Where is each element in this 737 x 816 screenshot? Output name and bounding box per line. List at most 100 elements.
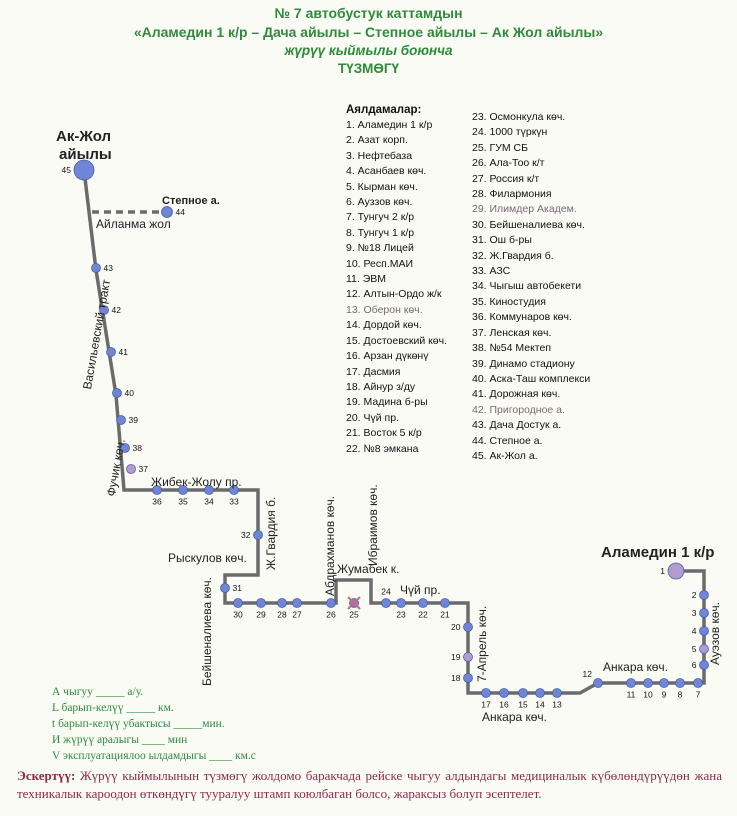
legend-title: Аялдамалар: [346, 104, 422, 116]
legend-item: 16. Арзан дүкөнү [346, 350, 429, 363]
stop-number: 24 [381, 587, 391, 597]
ibraimov-label: Ибраимов көч. [366, 484, 380, 566]
stop-number: 27 [292, 610, 302, 620]
stop-number: 3 [692, 608, 697, 618]
stop-number: 29 [256, 610, 266, 620]
legend-item: 10. Респ.МАИ [346, 257, 414, 270]
stop-marker [659, 678, 669, 688]
legend-item: 5. Кырман көч. [346, 180, 418, 193]
stop-marker [626, 678, 636, 688]
abdrakhmanov-label: Абдрахманов көч. [323, 495, 337, 596]
stop-marker [699, 626, 709, 636]
stop-marker [667, 562, 685, 580]
legend-item: 21. Восток 5 к/р [346, 427, 422, 440]
header-line4: ТҮЗМӨГҮ [337, 61, 400, 76]
stop-marker [381, 598, 391, 608]
legend-item: 43. Дача Достук а. [472, 419, 562, 432]
stop-marker [73, 159, 95, 181]
stop-marker [220, 583, 230, 593]
stop-number: 20 [451, 622, 461, 632]
legend-item: 38. №54 Мектеп [472, 342, 552, 355]
stop-number: 4 [692, 626, 697, 636]
stop-marker [91, 263, 101, 273]
stop-marker [126, 464, 136, 474]
stop-marker [699, 660, 709, 670]
stop-number: 38 [133, 443, 143, 453]
legend-item: 17. Дасмия [346, 365, 401, 378]
legend-item: 34. Чыгыш автобекети [472, 280, 582, 293]
stop-marker [518, 688, 528, 698]
stop-number: 5 [692, 644, 697, 654]
note-text: Жүрүү кыймылынын түзмөгү жолдомо баракча… [17, 768, 722, 801]
stop-number: 37 [139, 464, 149, 474]
stop-number: 10 [643, 690, 653, 700]
stop-marker [161, 206, 173, 218]
stop-number: 23 [396, 610, 406, 620]
stop-marker [112, 388, 122, 398]
legend-item: 31. Ош б-ры [472, 234, 532, 247]
stop-number: 36 [152, 497, 162, 507]
stop-number: 11 [627, 690, 636, 700]
stop-marker [396, 598, 406, 608]
stop-number: 39 [129, 415, 139, 425]
aprel-label: 7-Апрель көч. [475, 605, 489, 682]
form-line-1: А чыгуу _____ а/у. [52, 686, 144, 698]
form-line-5: V эксплуатациялоо ылдамдыгы ____ км.с [52, 750, 256, 762]
stop-marker [699, 608, 709, 618]
stop-number: 35 [178, 497, 188, 507]
legend-item: 32. Ж.Гвардия б. [472, 249, 554, 262]
legend-item: 41. Дорожная көч. [472, 388, 561, 401]
stop-marker [277, 598, 287, 608]
auezov-label: Ауэзов көч. [708, 602, 722, 665]
stop-number: 8 [678, 690, 683, 700]
ak-zhol-label-2: айылы [59, 146, 112, 163]
stop-marker [152, 485, 162, 495]
form-line-2: L барып-келүү _____ км. [52, 702, 174, 714]
stop-number: 7 [696, 690, 701, 700]
stop-number: 18 [451, 673, 461, 683]
cross-marker [347, 596, 361, 610]
stop-marker [229, 485, 239, 495]
note: Эскертүү: Жүрүү кыймылынын түзмөгү жолдо… [17, 767, 722, 803]
legend-item: 9. №18 Лицей [346, 242, 414, 255]
stop-number: 41 [119, 347, 129, 357]
legend-item: 12. Алтын-Ордо ж/к [346, 288, 442, 301]
header-line3: жүрүү кыймылы боюнча [284, 43, 453, 58]
stop-labels: 1234567891011121314151617181920212223242… [62, 165, 701, 710]
legend-item: 15. Достоевский көч. [346, 334, 447, 347]
stop-marker [699, 644, 709, 654]
header-line1: № 7 автобустук каттамдын [274, 5, 463, 21]
ak-zhol-label: Ак-Жол [56, 128, 112, 145]
legend-item: 19. Мадина б-ры [346, 396, 428, 409]
legend-item: 25. ГУМ СБ [472, 141, 529, 154]
legend-item: 6. Ауззов көч. [346, 196, 413, 209]
stop-marker [552, 688, 562, 698]
stop-number: 15 [518, 700, 528, 710]
stops-layer [73, 159, 709, 698]
stop-number: 30 [233, 610, 243, 620]
legend-item: 44. Степное а. [472, 434, 543, 447]
legend-item: 30. Бейшеналиева көч. [472, 218, 585, 231]
legend-item: 8. Тунгуч 1 к/р [346, 226, 415, 239]
form-line-4: И жүрүү аралыгы ____ мин [52, 734, 188, 746]
stop-marker [440, 598, 450, 608]
legend-item: 28. Филармония [472, 188, 552, 201]
legend-item: 40. Аска-Таш комплекси [472, 372, 591, 385]
stop-number: 45 [62, 165, 72, 175]
legend-item: 42. Пригородное а. [472, 403, 565, 416]
stop-marker [256, 598, 266, 608]
stop-number: 26 [326, 610, 336, 620]
stop-marker [292, 598, 302, 608]
stop-marker [499, 688, 509, 698]
stop-number: 28 [277, 610, 287, 620]
legend-item: 27. Россия к/т [472, 172, 540, 185]
stop-number: 12 [583, 669, 593, 679]
stop-number: 16 [499, 700, 509, 710]
stop-marker [643, 678, 653, 688]
form-line-3: t барып-келүү убактысы _____мин. [52, 718, 225, 730]
legend-item: 29. Илимдер Академ. [472, 203, 577, 216]
stop-marker [481, 688, 491, 698]
stop-number: 34 [204, 497, 214, 507]
legend-item: 23. Осмонкула көч. [472, 111, 566, 123]
